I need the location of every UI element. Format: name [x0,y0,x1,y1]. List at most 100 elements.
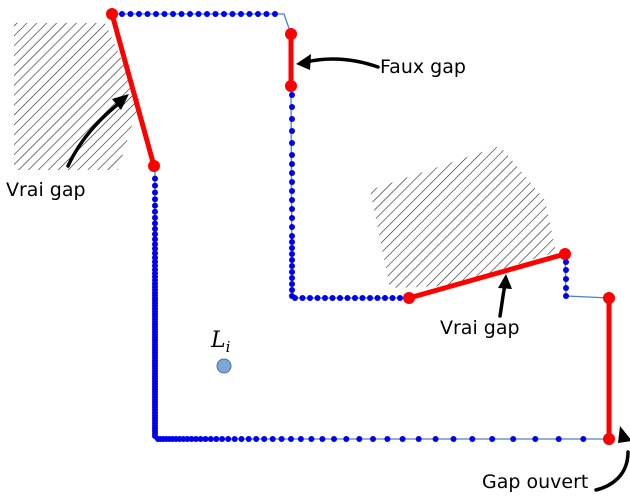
scan-point [289,263,295,269]
scan-point [292,295,298,301]
gap-endpoint [603,292,615,304]
scan-point [308,436,315,442]
scan-point [563,267,569,273]
scan-point [289,251,295,257]
scan-point [152,225,158,232]
scan-point [289,275,295,281]
scan-point [563,285,569,291]
scan-point [289,281,295,287]
scan-point [253,436,260,442]
gap-endpoint [106,8,118,20]
scan-point [289,287,295,293]
label-vrai-gap-right: Vrai gap [440,317,520,339]
gap-segment-vrai-left [109,11,157,169]
scan-point [204,11,210,17]
gap-endpoint [559,248,571,260]
scan-point [532,436,539,442]
scan-point [119,11,125,17]
scan-point [245,436,252,442]
scan-point [469,436,476,442]
scan-point [229,11,236,17]
scan-point [397,295,403,301]
scan-point [269,436,276,442]
arrow-head-icon [498,274,512,289]
scan-point [152,175,158,182]
scan-point [299,295,306,301]
scan-point [314,295,321,301]
scan-point [187,11,193,17]
scan-point [322,295,328,301]
scan-point [197,436,204,442]
scan-point [374,295,381,301]
gap-endpoints [106,8,615,445]
scan-point [192,436,199,442]
scan-point [195,11,202,17]
scan-point [152,214,158,221]
scan-point [415,436,422,442]
scan-point [289,152,295,158]
arrow-vrai-gap-right [498,283,507,318]
scan-point [289,206,295,212]
scan-point [370,436,376,442]
scan-point [389,295,396,301]
label-faux-gap: Faux gap [380,56,466,78]
scan-point [359,295,366,301]
scan-point [272,11,278,17]
scan-point [144,11,151,17]
annotation-arrows [66,57,630,492]
gap-endpoint [285,28,297,40]
scan-point [289,269,295,275]
scan-point [563,259,569,265]
scan-point [450,436,457,442]
scan-point [152,231,158,238]
scan-point [289,179,295,185]
scan-point [152,220,158,227]
arrow-heads [112,54,630,443]
scan-point [289,140,295,146]
scan-point [289,245,295,251]
arrow-gap-ouvert [594,450,630,492]
arrow-head-icon [618,426,630,443]
scan-point [219,436,226,442]
obstacle-right [370,146,556,288]
scan-point [153,11,159,17]
scan-point [152,196,158,203]
scan-point [188,436,195,442]
arrow-head-icon [112,94,129,110]
scan-point [255,11,261,17]
scan-point [238,436,245,442]
scan-point [510,436,517,442]
scan-point [329,295,336,301]
scan-point [489,436,496,442]
scan-point [246,11,253,17]
scan-point [289,116,295,122]
scan-point [289,104,295,110]
scan-point [307,295,313,301]
scan-point [555,436,562,442]
scan-point [289,215,295,221]
scan-point [161,11,168,17]
scan-point [263,11,270,17]
robot-position-marker [216,358,232,374]
scan-point [297,436,304,442]
scan-point [563,293,569,299]
scan-point [289,239,295,245]
gap-endpoint [403,292,415,304]
scan-point [331,436,337,442]
scan-point [261,436,268,442]
scan-point [213,436,220,442]
scan-point [289,128,295,134]
scan-point [225,436,232,442]
scan-point [184,436,191,442]
scan-point [152,236,158,243]
scan-point [178,11,185,17]
scan-point [136,11,142,17]
scan-point [170,11,176,17]
scan-point [152,250,158,257]
scan-point [289,197,295,203]
gap-endpoint [148,160,160,172]
scan-point [278,436,285,442]
arrow-vrai-gap-left [66,99,124,168]
label-gap-ouvert: Gap ouvert [482,471,588,493]
arrow-faux-gap [304,57,380,69]
